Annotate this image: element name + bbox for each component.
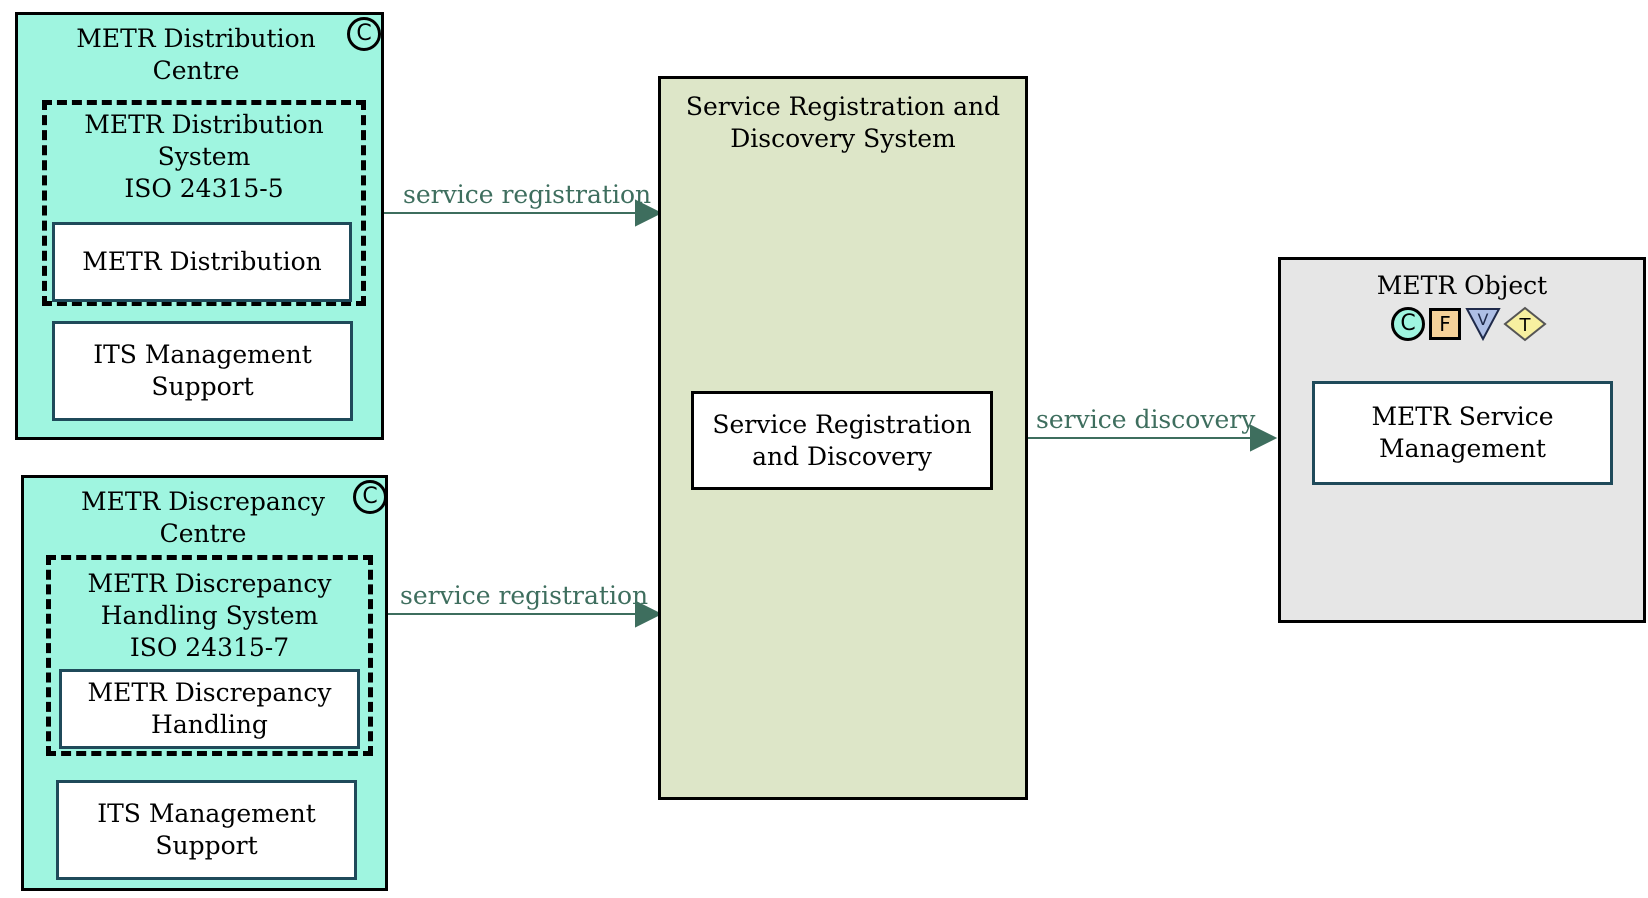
- centre-c-icon: C: [353, 480, 387, 514]
- metr-discrepancy-handling-component: METR Discrepancy Handling: [59, 669, 360, 749]
- centre-c-icon: C: [347, 17, 381, 51]
- metr-object-title: METR Object: [1376, 271, 1548, 300]
- distribution-centre-title: METR Distribution Centre: [76, 24, 316, 85]
- distribution-system-title: METR Distribution System ISO 24315-5: [84, 110, 324, 203]
- registration-system-title: Service Registration and Discovery Syste…: [685, 92, 1001, 153]
- service-registration-label-2: service registration: [400, 581, 649, 610]
- discovery-arrow-head: [1250, 424, 1278, 452]
- metr-object: METR Object C F V T METR Service Managem…: [1278, 257, 1646, 623]
- registration-arrow-2-head: [635, 600, 663, 628]
- distribution-system: METR Distribution System ISO 24315-5 MET…: [42, 100, 366, 306]
- service-registration-label-1: service registration: [403, 180, 652, 209]
- object-c-icon: C: [1391, 307, 1425, 341]
- registration-discovery-system: Service Registration and Discovery Syste…: [658, 76, 1028, 800]
- discrepancy-centre: METR Discrepancy Centre C METR Discrepan…: [21, 475, 388, 891]
- distribution-centre: METR Distribution Centre C METR Distribu…: [15, 12, 384, 440]
- its-management-support-2: ITS Management Support: [56, 780, 357, 880]
- object-t-icon-label: T: [1519, 315, 1532, 336]
- discrepancy-system-title: METR Discrepancy Handling System ISO 243…: [87, 569, 332, 662]
- object-t-icon: T: [1503, 306, 1547, 342]
- object-v-icon: V: [1465, 308, 1501, 341]
- service-discovery-label: service discovery: [1036, 405, 1256, 434]
- registration-arrow-1-head: [635, 199, 663, 227]
- its-management-support-1: ITS Management Support: [52, 321, 353, 421]
- object-v-icon-label: V: [1478, 310, 1489, 329]
- metr-distribution-component: METR Distribution: [52, 222, 352, 302]
- discrepancy-centre-title: METR Discrepancy Centre: [80, 487, 326, 548]
- metr-service-management-component: METR Service Management: [1312, 381, 1613, 485]
- object-f-icon: F: [1429, 308, 1461, 340]
- service-registration-discovery-component: Service Registration and Discovery: [691, 391, 993, 490]
- discrepancy-system: METR Discrepancy Handling System ISO 243…: [46, 555, 373, 756]
